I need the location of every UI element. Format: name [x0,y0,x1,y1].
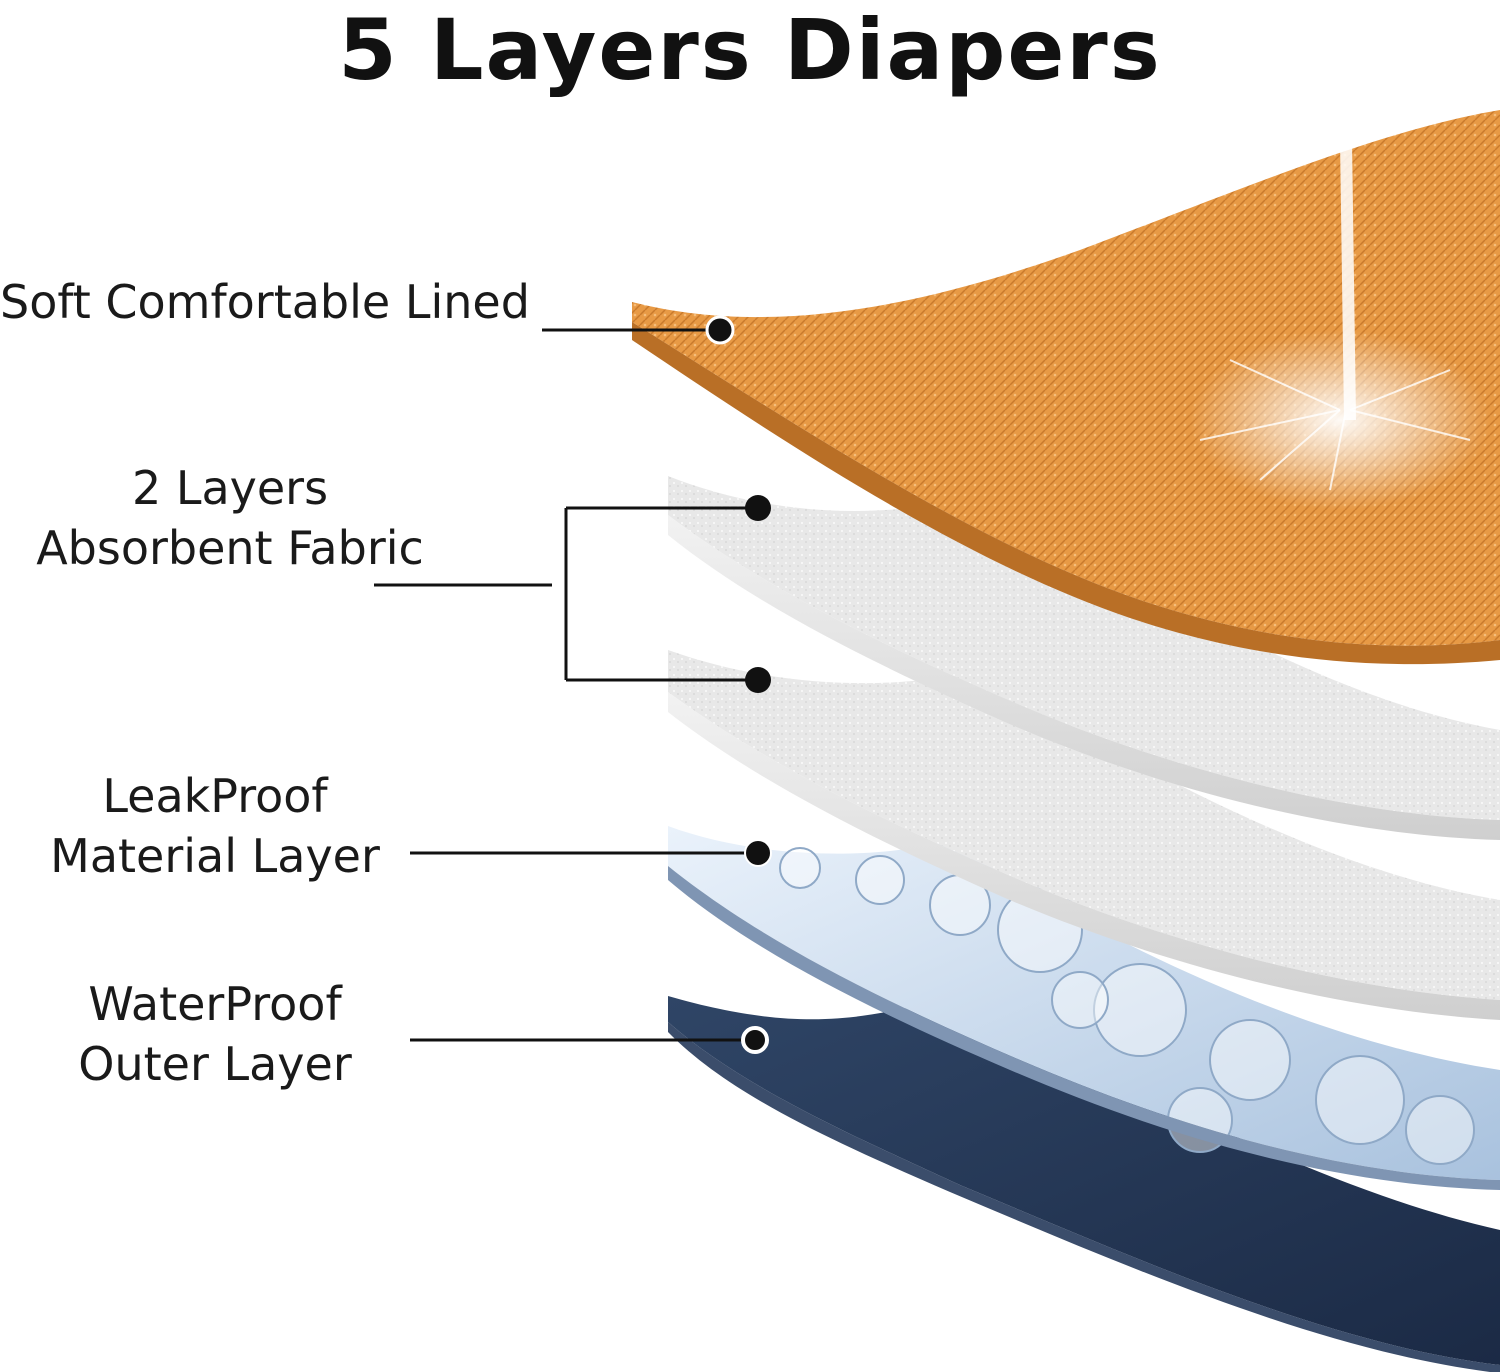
label-waterproof-outer-layer: WaterProof Outer Layer [50,974,380,1094]
label-soft-comfortable-lined: Soft Comfortable Lined [0,272,530,332]
label-line: 2 Layers [131,461,329,515]
label-line: Outer Layer [78,1037,352,1091]
marker-dot-soft [705,315,735,345]
marker-dot-leakproof [744,839,772,867]
label-line: WaterProof [88,977,342,1031]
label-line: Absorbent Fabric [36,521,424,575]
soft-comfortable-lining [632,110,1500,665]
leader-lines [374,328,758,1042]
label-leakproof-layer: LeakProof Material Layer [30,766,400,886]
waterproof-outer-layer [668,996,1500,1372]
marker-dot-absorbent-upper [745,495,771,521]
label-line: Soft Comfortable Lined [0,275,530,329]
absorbent-layer-upper [668,476,1500,840]
absorbent-layer-lower [668,650,1500,1020]
page-title: 5 Layers Diapers [338,1,1162,99]
marker-dot-waterproof [741,1026,769,1054]
marker-dot-absorbent-lower [745,667,771,693]
label-line: LeakProof [102,769,328,823]
label-absorbent-fabric: 2 Layers Absorbent Fabric [20,458,440,578]
label-line: Material Layer [50,829,380,883]
leakproof-material-layer [668,826,1500,1190]
